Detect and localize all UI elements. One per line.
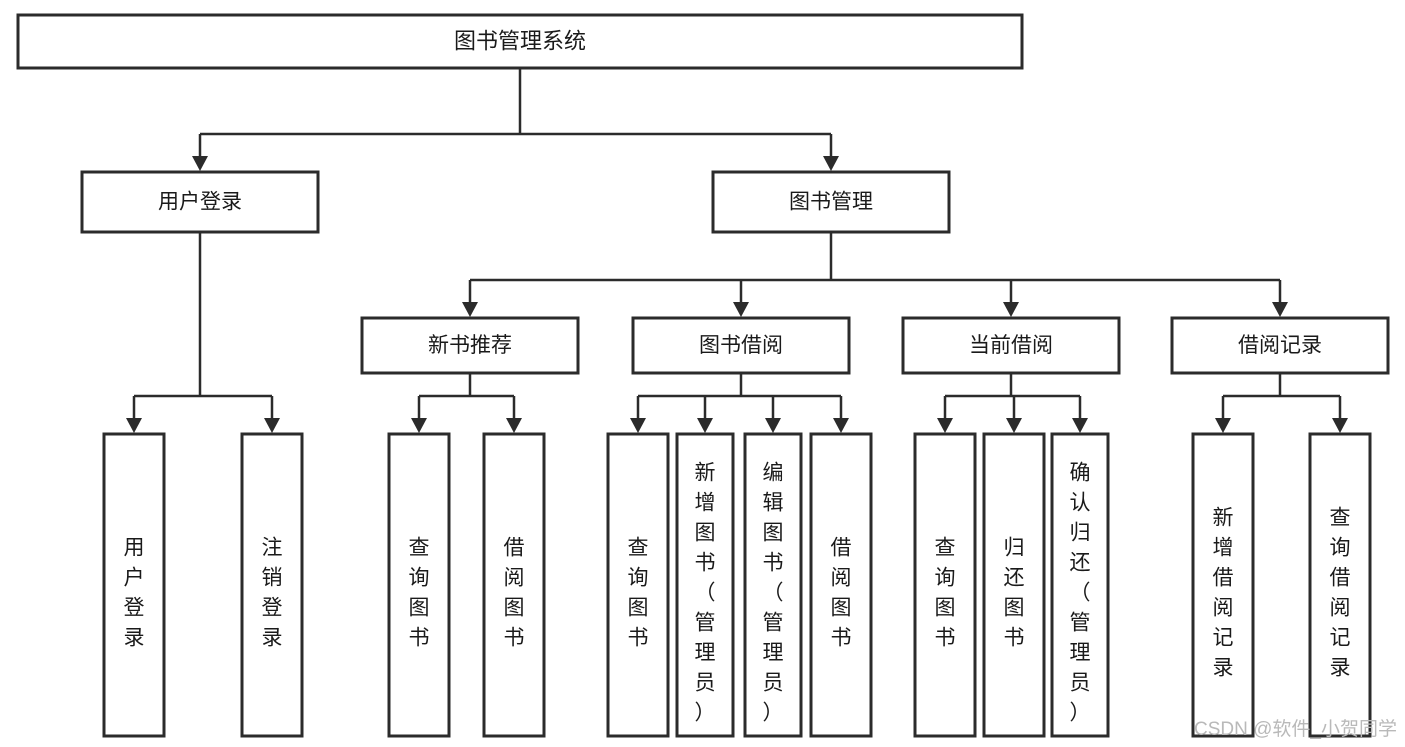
node-l2_0[interactable]: 新书推荐 xyxy=(360,316,580,375)
node-label-leaf_7: 借阅图书 xyxy=(831,536,852,649)
node-leaf_7[interactable]: 借阅图书 xyxy=(809,432,873,738)
node-box-l2_2 xyxy=(901,316,1121,375)
node-box-l1_1 xyxy=(711,170,951,234)
node-box-leaf_6 xyxy=(743,432,803,738)
node-box-l1_0 xyxy=(80,170,320,234)
node-label-l2_2: 当前借阅 xyxy=(969,334,1053,357)
arrow-head-leaf_12 xyxy=(1332,418,1348,433)
node-label-leaf_6: 编辑图书（管理员） xyxy=(763,461,784,724)
node-leaf_9[interactable]: 归还图书 xyxy=(982,432,1046,738)
node-label-leaf_0: 用户登录 xyxy=(124,536,145,649)
node-label-leaf_3: 借阅图书 xyxy=(504,536,525,649)
node-leaf_6[interactable]: 编辑图书（管理员） xyxy=(743,432,803,738)
node-box-leaf_0 xyxy=(102,432,166,738)
node-label-leaf_10: 确认归还（管理员） xyxy=(1070,461,1091,724)
node-label-l1_1: 图书管理 xyxy=(789,191,873,214)
arrow-head-leaf_2 xyxy=(411,418,427,433)
node-box-l2_1 xyxy=(631,316,851,375)
node-label-l2_1: 图书借阅 xyxy=(699,334,783,357)
arrow-head-l2_0 xyxy=(462,302,478,317)
node-leaf_3[interactable]: 借阅图书 xyxy=(482,432,546,738)
node-box-leaf_1 xyxy=(240,432,304,738)
node-label-leaf_8: 查询图书 xyxy=(935,536,956,649)
arrow-head-l1_1 xyxy=(823,156,839,171)
node-label-leaf_4: 查询图书 xyxy=(628,536,649,649)
node-box-leaf_3 xyxy=(482,432,546,738)
node-label-leaf_5: 新增图书（管理员） xyxy=(695,461,716,724)
node-box-leaf_7 xyxy=(809,432,873,738)
node-box-leaf_11 xyxy=(1191,432,1255,738)
node-l2_1[interactable]: 图书借阅 xyxy=(631,316,851,375)
arrow-head-leaf_3 xyxy=(506,418,522,433)
node-label-leaf_12: 查询借阅记录 xyxy=(1330,506,1351,679)
arrow-head-l1_0 xyxy=(192,156,208,171)
node-root[interactable]: 图书管理系统 xyxy=(16,13,1024,70)
arrow-head-leaf_8 xyxy=(937,418,953,433)
node-leaf_8[interactable]: 查询图书 xyxy=(913,432,977,738)
node-leaf_1[interactable]: 注销登录 xyxy=(240,432,304,738)
node-label-leaf_11: 新增借阅记录 xyxy=(1213,506,1234,679)
node-label-root: 图书管理系统 xyxy=(454,28,586,53)
node-label-l2_0: 新书推荐 xyxy=(428,334,512,357)
node-leaf_0[interactable]: 用户登录 xyxy=(102,432,166,738)
node-box-leaf_2 xyxy=(387,432,451,738)
node-box-leaf_12 xyxy=(1308,432,1372,738)
arrow-head-leaf_5 xyxy=(697,418,713,433)
node-leaf_12[interactable]: 查询借阅记录 xyxy=(1308,432,1372,738)
node-box-root xyxy=(16,13,1024,70)
node-leaf_2[interactable]: 查询图书 xyxy=(387,432,451,738)
arrow-head-leaf_4 xyxy=(630,418,646,433)
node-box-l2_3 xyxy=(1170,316,1390,375)
node-leaf_4[interactable]: 查询图书 xyxy=(606,432,670,738)
arrow-head-l2_2 xyxy=(1003,302,1019,317)
arrow-head-leaf_0 xyxy=(126,418,142,433)
node-box-leaf_10 xyxy=(1050,432,1110,738)
node-leaf_5[interactable]: 新增图书（管理员） xyxy=(675,432,735,738)
node-leaf_11[interactable]: 新增借阅记录 xyxy=(1191,432,1255,738)
node-box-leaf_5 xyxy=(675,432,735,738)
node-l1_1[interactable]: 图书管理 xyxy=(711,170,951,234)
node-l1_0[interactable]: 用户登录 xyxy=(80,170,320,234)
node-box-leaf_4 xyxy=(606,432,670,738)
arrow-head-leaf_10 xyxy=(1072,418,1088,433)
node-l2_3[interactable]: 借阅记录 xyxy=(1170,316,1390,375)
node-label-leaf_9: 归还图书 xyxy=(1004,536,1025,649)
node-label-l1_0: 用户登录 xyxy=(158,191,242,214)
node-label-leaf_2: 查询图书 xyxy=(409,536,430,649)
nodes-layer: 图书管理系统用户登录图书管理新书推荐图书借阅当前借阅借阅记录用户登录注销登录查询… xyxy=(16,13,1390,738)
arrow-head-l2_3 xyxy=(1272,302,1288,317)
arrow-head-leaf_11 xyxy=(1215,418,1231,433)
arrow-head-leaf_7 xyxy=(833,418,849,433)
arrow-head-leaf_9 xyxy=(1006,418,1022,433)
node-box-l2_0 xyxy=(360,316,580,375)
node-label-leaf_1: 注销登录 xyxy=(262,536,283,649)
node-leaf_10[interactable]: 确认归还（管理员） xyxy=(1050,432,1110,738)
arrow-head-leaf_6 xyxy=(765,418,781,433)
arrow-head-l2_1 xyxy=(733,302,749,317)
node-label-l2_3: 借阅记录 xyxy=(1238,334,1322,357)
node-l2_2[interactable]: 当前借阅 xyxy=(901,316,1121,375)
node-box-leaf_9 xyxy=(982,432,1046,738)
arrow-head-leaf_1 xyxy=(264,418,280,433)
edge-connectors-layer xyxy=(126,68,1348,433)
node-box-leaf_8 xyxy=(913,432,977,738)
